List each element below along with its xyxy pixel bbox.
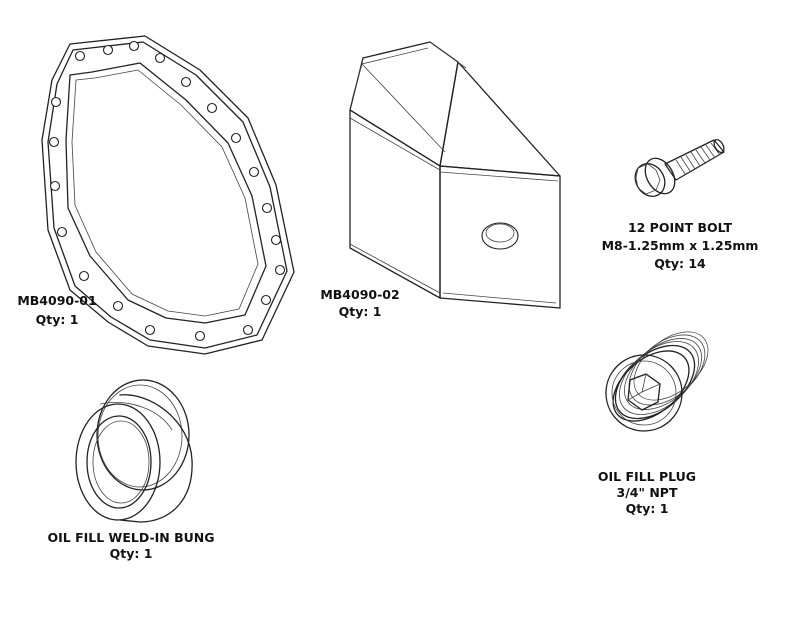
armor-qty: Qty: 1 xyxy=(339,304,382,319)
plug-title: OIL FILL PLUG xyxy=(598,469,696,484)
armor-part-number: MB4090-02 xyxy=(320,287,399,302)
cover-qty: Qty: 1 xyxy=(36,312,79,327)
weld-bung-icon xyxy=(75,379,193,523)
bung-qty: Qty: 1 xyxy=(110,546,153,561)
bolt-spec: M8-1.25mm x 1.25mm xyxy=(602,238,759,253)
cover-part-number: MB4090-01 xyxy=(17,293,96,308)
gasket-cover-icon xyxy=(41,35,295,355)
skid-armor-icon xyxy=(349,41,561,309)
bung-title: OIL FILL WELD-IN BUNG xyxy=(47,530,214,545)
plug-qty: Qty: 1 xyxy=(626,501,669,516)
bolt-qty: Qty: 14 xyxy=(654,256,706,271)
bolt-icon xyxy=(634,138,725,197)
plug-spec: 3/4" NPT xyxy=(617,485,678,500)
bolt-title: 12 POINT BOLT xyxy=(628,220,733,235)
pipe-plug-icon xyxy=(605,331,709,432)
